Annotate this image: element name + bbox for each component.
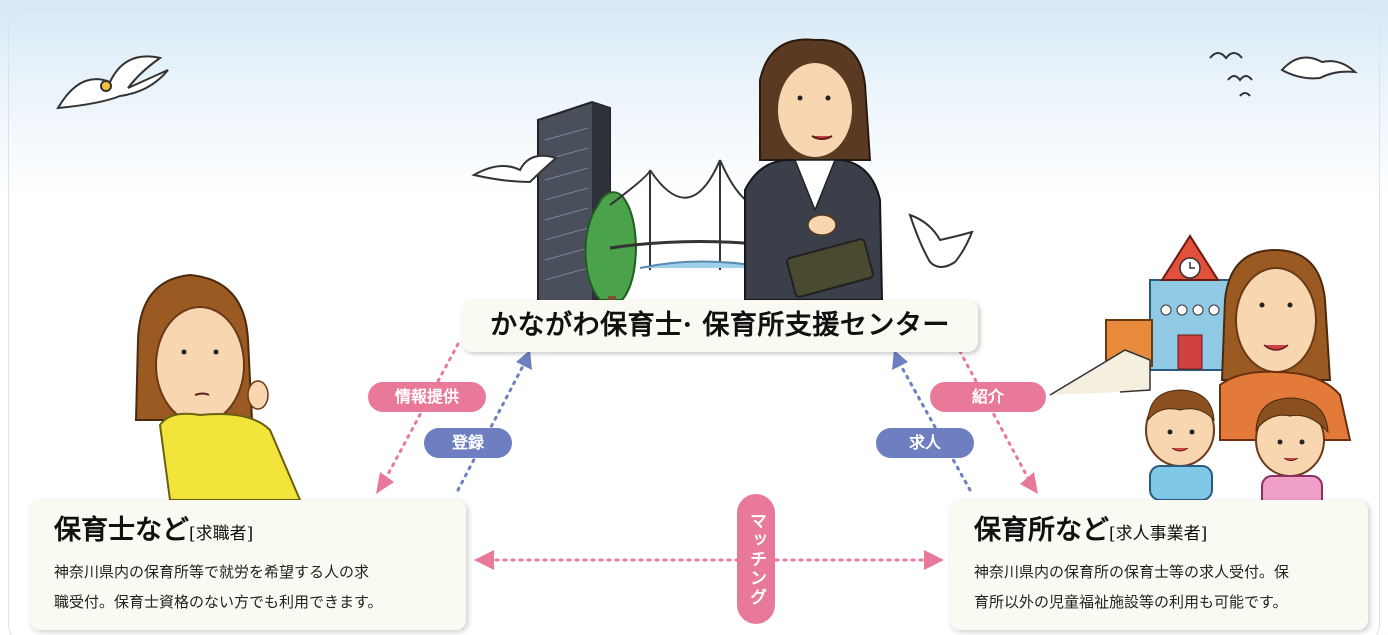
info-provision-label: 情報提供: [368, 382, 486, 412]
introduction-label: 紹介: [930, 382, 1046, 412]
job-seeker-box: 保育士など[求職者] 神奈川県内の保育所等で就労を希望する人の求 職受付。保育士…: [30, 500, 466, 630]
seagull-icon-middle: [471, 154, 559, 184]
arrowhead-introduce: [1020, 472, 1038, 494]
child-boy-illustration: [1145, 389, 1215, 501]
employer-description-line2: 育所以外の児童福祉施設等の利用も可能です。: [974, 593, 1288, 611]
matching-label: マッチング: [737, 494, 775, 624]
employer-subtitle: [求人事業者]: [1109, 524, 1208, 544]
job-seeker-title: 保育士など[求職者]: [54, 514, 466, 551]
employer-box: 保育所など[求人事業者] 神奈川県内の保育所の保育士等の求人受付。保 育所以外の…: [950, 500, 1368, 630]
support-center-label: かながわ保育士· 保育所支援センター: [490, 310, 950, 341]
nursery-building-icon: [1049, 234, 1231, 396]
arrow-introduce-line: [954, 342, 1030, 480]
arrow-register-line: [456, 362, 526, 492]
arrowhead-info: [376, 472, 394, 494]
child-girl-illustration: [1255, 397, 1329, 511]
job-seeker-subtitle: [求職者]: [189, 524, 254, 544]
job-seeker-description-line2: 職受付。保育士資格のない方でも利用できます。: [54, 593, 383, 611]
arrow-info-line: [384, 342, 460, 480]
staff-woman-illustration: [744, 38, 884, 301]
arrowhead-joboffer: [892, 350, 908, 370]
employer-description: 神奈川県内の保育所の保育士等の求人受付。保 育所以外の児童福祉施設等の利用も可能…: [974, 557, 1368, 617]
job-seeker-title-text: 保育士など: [54, 515, 189, 546]
seagull-icon-right: [1209, 52, 1358, 97]
arrowhead-register: [516, 350, 532, 370]
job-seeker-description: 神奈川県内の保育所等で就労を希望する人の求 職受付。保育士資格のない方でも利用で…: [54, 557, 466, 617]
job-seeker-description-line1: 神奈川県内の保育所等で就労を希望する人の求: [54, 563, 370, 581]
job-offer-label: 求人: [876, 428, 974, 458]
arrowhead-matching-right: [924, 550, 944, 570]
registration-label: 登録: [424, 428, 512, 458]
employer-description-line1: 神奈川県内の保育所の保育士等の求人受付。保: [974, 563, 1290, 581]
seagull-icon-center-right: [908, 213, 974, 268]
employer-title: 保育所など[求人事業者]: [974, 514, 1368, 551]
support-center-box: かながわ保育士· 保育所支援センター: [462, 300, 978, 352]
job-seeker-woman-illustration: [134, 273, 302, 501]
employer-title-text: 保育所など: [974, 515, 1109, 546]
seagull-icon-left: [56, 55, 169, 110]
arrowhead-matching-left: [474, 550, 494, 570]
panel-frame: [8, 8, 1380, 635]
arrow-joboffer-line: [898, 362, 972, 492]
